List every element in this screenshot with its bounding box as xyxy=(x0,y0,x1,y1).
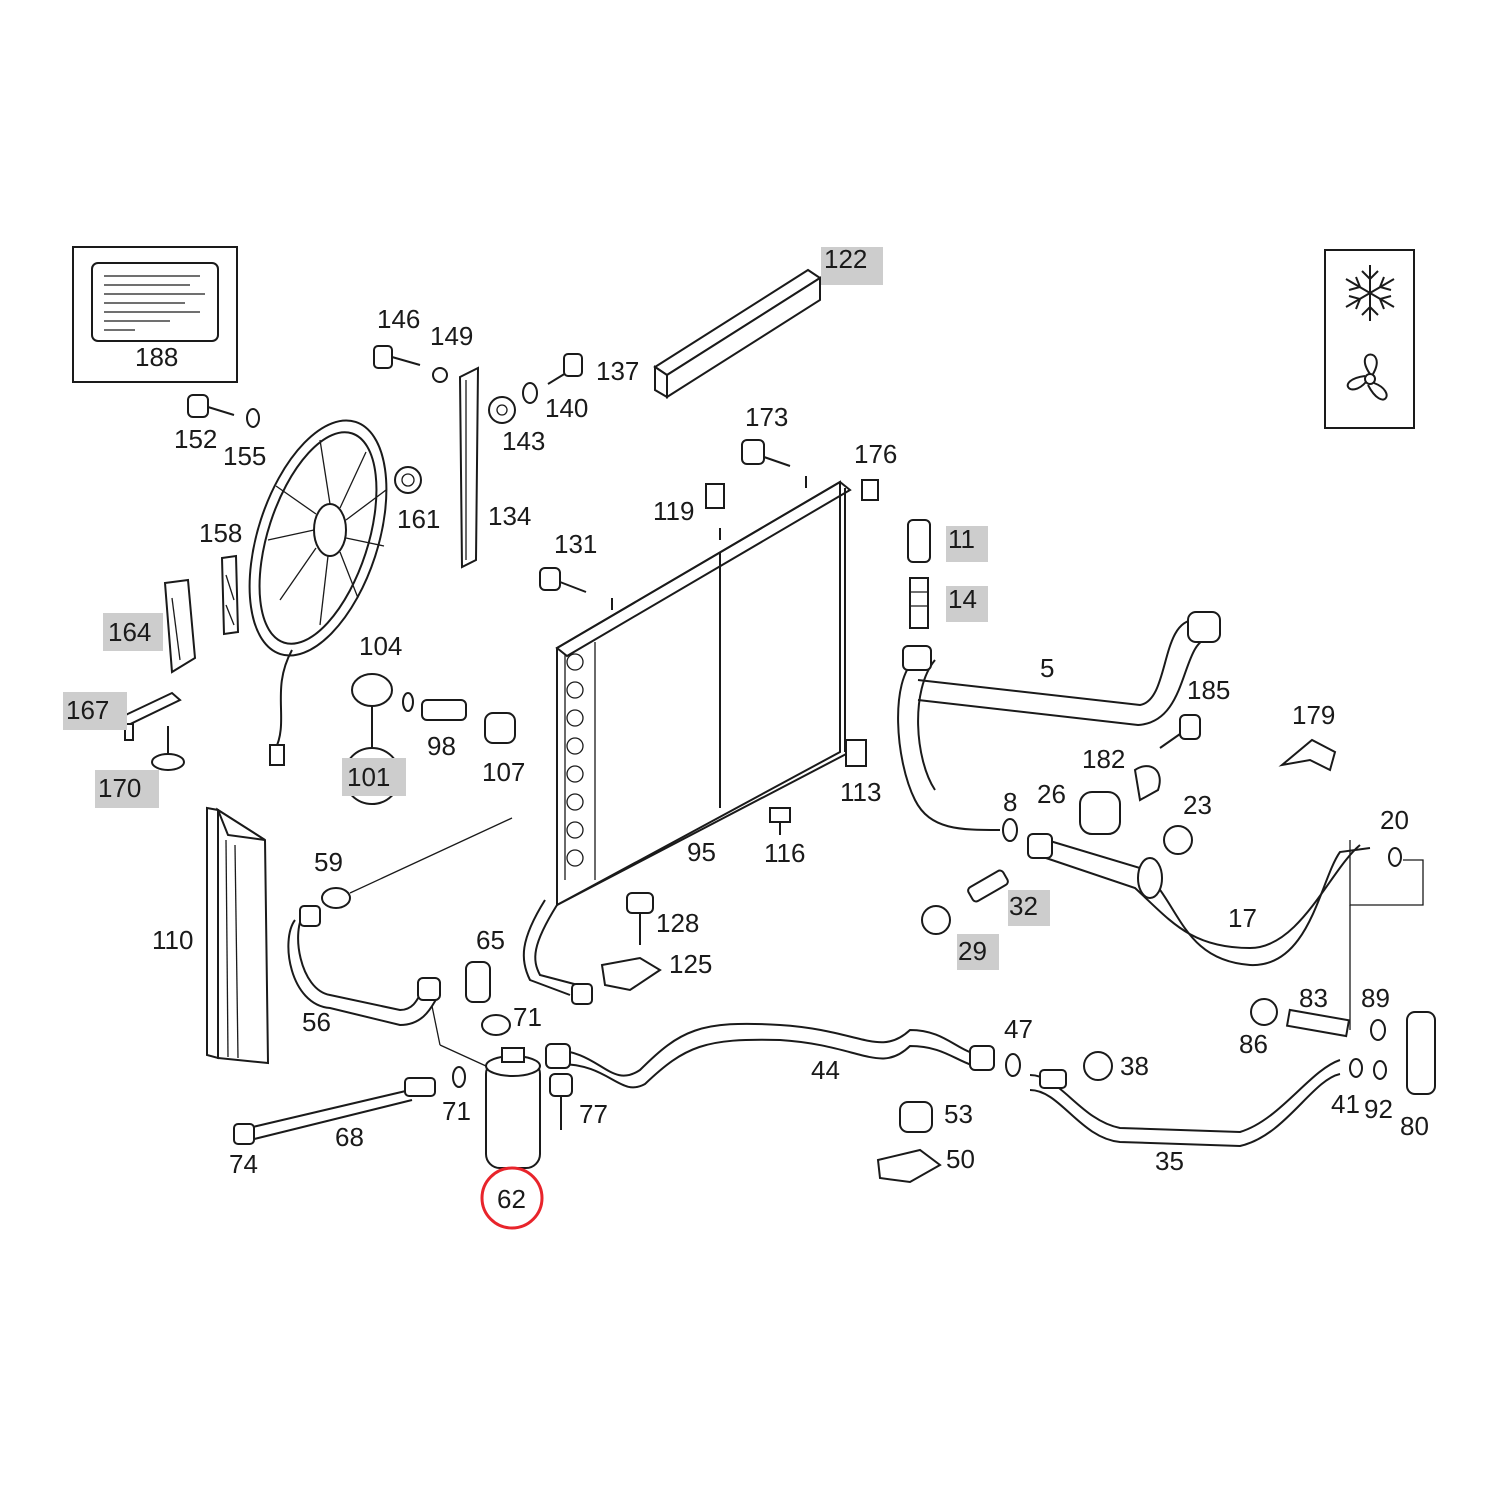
callout-122: 122 xyxy=(824,244,867,274)
receiver-drier-62 xyxy=(485,1047,541,1169)
callout-71-lower: 71 xyxy=(442,1096,471,1126)
callout-53: 53 xyxy=(944,1099,973,1129)
refrigerant-lines xyxy=(233,611,1424,1148)
callout-155: 155 xyxy=(223,441,266,471)
callout-56: 56 xyxy=(302,1007,331,1037)
callout-80: 80 xyxy=(1400,1111,1429,1141)
callout-29: 29 xyxy=(958,936,987,966)
bracket-164 xyxy=(163,578,197,674)
callout-8: 8 xyxy=(1003,787,1017,817)
callout-182: 182 xyxy=(1082,744,1125,774)
callout-125: 125 xyxy=(669,949,712,979)
callout-167: 167 xyxy=(66,695,109,725)
callout-14: 14 xyxy=(948,584,977,614)
callout-101: 101 xyxy=(347,762,390,792)
callout-134: 134 xyxy=(488,501,531,531)
callout-20: 20 xyxy=(1380,805,1409,835)
callout-68: 68 xyxy=(335,1122,364,1152)
bracket-158 xyxy=(220,554,240,636)
callout-35: 35 xyxy=(1155,1146,1184,1176)
callout-92: 92 xyxy=(1364,1094,1393,1124)
callout-44: 44 xyxy=(811,1055,840,1085)
callout-110: 110 xyxy=(152,925,193,955)
callout-83: 83 xyxy=(1299,983,1328,1013)
callout-38: 38 xyxy=(1120,1051,1149,1081)
callout-65: 65 xyxy=(476,925,505,955)
callout-119: 119 xyxy=(653,496,694,526)
bracket-134 xyxy=(458,366,480,569)
fan-icon xyxy=(1346,353,1388,401)
fasteners xyxy=(151,345,1436,1184)
callout-95: 95 xyxy=(687,837,716,867)
callout-146: 146 xyxy=(377,304,420,334)
callout-74: 74 xyxy=(229,1149,258,1179)
snowflake-icon xyxy=(1345,265,1395,321)
callout-128: 128 xyxy=(656,908,699,938)
callout-62: 62 xyxy=(497,1184,526,1214)
callout-149: 149 xyxy=(430,321,473,351)
callout-185: 185 xyxy=(1187,675,1230,705)
callout-labels: 188 122 146 149 137 140 143 152 155 161 … xyxy=(66,244,1429,1214)
callout-32: 32 xyxy=(1009,891,1038,921)
callout-26: 26 xyxy=(1037,779,1066,809)
callout-113: 113 xyxy=(840,777,881,807)
callout-170: 170 xyxy=(98,773,141,803)
callout-173: 173 xyxy=(745,402,788,432)
callout-176: 176 xyxy=(854,439,897,469)
callout-158: 158 xyxy=(199,518,242,548)
callout-highlights xyxy=(63,247,1050,970)
callout-98: 98 xyxy=(427,731,456,761)
callout-164: 164 xyxy=(108,617,151,647)
callout-152: 152 xyxy=(174,424,217,454)
callout-11: 11 xyxy=(948,524,975,554)
label-sticker-icon xyxy=(91,262,219,342)
callout-161: 161 xyxy=(397,504,440,534)
callout-5: 5 xyxy=(1040,653,1054,683)
callout-179: 179 xyxy=(1292,700,1335,730)
callout-137: 137 xyxy=(596,356,639,386)
electric-fan xyxy=(248,419,388,766)
callout-17: 17 xyxy=(1228,903,1257,933)
callout-104: 104 xyxy=(359,631,402,661)
callout-131: 131 xyxy=(554,529,597,559)
air-baffle-110 xyxy=(206,806,270,1065)
callout-143: 143 xyxy=(502,426,545,456)
callout-107: 107 xyxy=(482,757,525,787)
callout-140: 140 xyxy=(545,393,588,423)
callout-50: 50 xyxy=(946,1144,975,1174)
callout-116: 116 xyxy=(764,838,805,868)
callout-59: 59 xyxy=(314,847,343,877)
callout-41: 41 xyxy=(1331,1089,1360,1119)
callout-47: 47 xyxy=(1004,1014,1033,1044)
callout-23: 23 xyxy=(1183,790,1212,820)
climate-symbol-box xyxy=(1324,249,1415,429)
callout-188: 188 xyxy=(135,342,178,372)
highlight-ring-62 xyxy=(480,1166,544,1230)
label-sticker-box xyxy=(72,246,238,383)
callout-77: 77 xyxy=(579,1099,608,1129)
callout-71-upper: 71 xyxy=(513,1002,542,1032)
seal-strip-122 xyxy=(653,268,822,399)
callout-89: 89 xyxy=(1361,983,1390,1013)
callout-86: 86 xyxy=(1239,1029,1268,1059)
condenser-core xyxy=(555,476,852,907)
